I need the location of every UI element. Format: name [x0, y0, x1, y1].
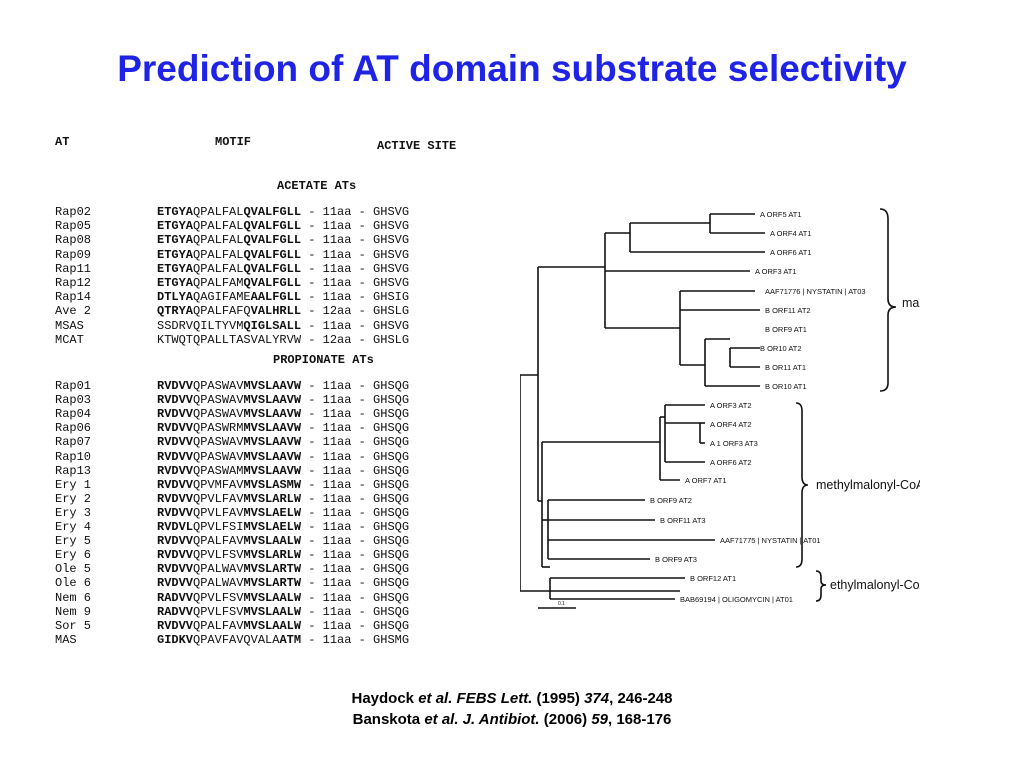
tree-leaf-label: A ORF4 AT1 — [770, 229, 812, 238]
tree-leaf-label: A ORF7 AT1 — [685, 476, 727, 485]
motif-sequence: ETGYAQPALFAMQVALFGLL - 11aa - GHSVG — [157, 276, 410, 290]
at-name: Rap07 — [55, 435, 92, 450]
reference-1: Haydock et al. FEBS Lett. (1995) 374, 24… — [351, 690, 673, 707]
tree-leaf-label: B ORF11 AT3 — [660, 516, 706, 525]
column-header-motif: MOTIF — [215, 135, 252, 149]
phylogenetic-tree: A ORF5 AT1 A ORF4 AT1 A ORF6 AT1 A ORF3 AT1… — [520, 208, 920, 609]
at-name: Rap04 — [55, 407, 92, 422]
references: Haydock et al. FEBS Lett. (1995) 374, 24… — [0, 688, 1024, 730]
at-name: Rap13 — [55, 463, 92, 478]
at-name: Rap05 — [55, 219, 92, 234]
motif-sequence: RVDVVQPVLFAVMVSLAELW - 11aa - GHSQG — [157, 505, 410, 520]
at-name: Ery 6 — [55, 548, 92, 563]
motif-sequence: RVDVLQPVLFSIMVSLAELW - 11aa - GHSQG — [157, 520, 410, 534]
group-label-methylmalonyl: methylmalonyl-CoA — [816, 478, 920, 492]
motif-sequence: GIDKVQPAVFAVQVALAATM - 11aa - GHSMG — [157, 632, 410, 647]
motif-sequence: DTLYAQAGIFAMEAALFGLL - 11aa - GHSIG — [157, 290, 410, 305]
at-name: Rap11 — [55, 261, 92, 276]
tree-leaf-label: B ORF9 AT1 — [765, 325, 807, 334]
at-name: MAS — [55, 632, 77, 647]
motif-sequence: RVDVVQPASWAVMVSLAAVW - 11aa - GHSQG — [157, 379, 410, 393]
tree-branches — [520, 208, 897, 609]
motif-sequence: KTWQTQPALLTASVALYRVW - 12aa - GHSLG — [157, 332, 410, 347]
motif-sequence: RADVVQPVLFSVMVSLAALW - 11aa - GHSQG — [157, 604, 410, 619]
at-name: Rap08 — [55, 233, 92, 248]
motif-sequence: RVDVVQPALFAVMVSLAALW - 11aa - GHSQG — [157, 534, 410, 549]
motif-sequence: RVDVVQPVLFAVMVSLARLW - 11aa - GHSQG — [157, 491, 410, 506]
motif-sequence: RVDVVQPASWAVMVSLAAVW - 11aa - GHSQG — [157, 393, 410, 408]
at-name: Rap12 — [55, 276, 92, 290]
tree-leaf-label: B OR10 AT2 — [760, 344, 802, 353]
group-label-malonyl: malonyl-CoA — [902, 296, 920, 310]
at-name: Ole 6 — [55, 576, 92, 591]
tree-leaf-label: A ORF6 AT1 — [770, 248, 812, 257]
at-name: MCAT — [55, 332, 84, 347]
at-name: Rap01 — [55, 379, 92, 393]
motif-sequence: RVDVVQPASWRMMVSLAAVW - 11aa - GHSQG — [157, 421, 410, 436]
tree-leaf-label: A ORF5 AT1 — [760, 210, 802, 219]
tree-leaf-label: B ORF9 AT3 — [655, 555, 697, 564]
tree-leaf-label: A ORF3 AT1 — [755, 267, 797, 276]
column-header-active-site: ACTIVE SITE — [377, 139, 457, 153]
at-name: Ole 5 — [55, 562, 92, 577]
tree-leaf-label: AAF71775 | NYSTATIN | AT01 — [720, 536, 821, 545]
slide-title: Prediction of AT domain substrate select… — [117, 48, 907, 89]
motif-sequence: RVDVVQPASWAMMVSLAAVW - 11aa - GHSQG — [157, 463, 410, 478]
motif-sequence: RVDVVQPASWAVMVSLAAVW - 11aa - GHSQG — [157, 435, 410, 450]
motif-sequence: RVDVVQPASWAVMVSLAAVW - 11aa - GHSQG — [157, 407, 410, 422]
motif-sequence: RVDVVQPASWAVMVSLAAVW - 11aa - GHSQG — [157, 449, 410, 464]
tree-leaf-label: B ORF12 AT1 — [690, 574, 736, 583]
at-name: Ery 4 — [55, 520, 92, 534]
at-name: Ery 5 — [55, 534, 92, 549]
motif-sequence: RVDVVQPALFAVMVSLAALW - 11aa - GHSQG — [157, 618, 410, 633]
at-name: Nem 6 — [55, 590, 92, 605]
tree-leaf-label: B ORF11 AT2 — [765, 306, 811, 315]
motif-sequence: ETGYAQPALFALQVALFGLL - 11aa - GHSVG — [157, 247, 410, 262]
at-name: Rap14 — [55, 290, 92, 305]
tree-leaf-label: B OR10 AT1 — [765, 382, 807, 391]
at-name: Rap09 — [55, 247, 92, 262]
at-name: Rap10 — [55, 449, 92, 464]
tree-leaf-label: B ORF9 AT2 — [650, 496, 692, 505]
motif-sequence: ETGYAQPALFALQVALFGLL - 11aa - GHSVG — [157, 233, 410, 248]
column-header-at: AT — [55, 135, 70, 149]
tree-leaf-label: AAF71776 | NYSTATIN | AT03 — [765, 287, 866, 296]
at-name: Nem 9 — [55, 604, 92, 619]
motif-sequence: QTRYAQPALFAFQVALHRLL - 12aa - GHSLG — [157, 304, 410, 319]
motif-sequence: ETGYAQPALFALQVALFGLL - 11aa - GHSVG — [157, 219, 410, 234]
at-name: Ery 2 — [55, 491, 92, 506]
tree-leaf-label: A 1 ORF3 AT3 — [710, 439, 758, 448]
at-name: Ave 2 — [55, 304, 92, 319]
acetate-section-title: ACETATE ATs — [277, 179, 357, 193]
at-name: MSAS — [55, 318, 84, 333]
motif-sequence: RVDVVQPVMFAVMVSLASMW - 11aa - GHSQG — [157, 477, 410, 492]
at-name: Rap03 — [55, 393, 92, 408]
group-label-ethylmalonyl: ethylmalonyl-CoA — [830, 578, 920, 592]
motif-sequence: RVDVVQPALWAVMVSLARTW - 11aa - GHSQG — [157, 562, 410, 577]
motif-sequence: RADVVQPVLFSVMVSLAALW - 11aa - GHSQG — [157, 590, 410, 605]
at-name: Ery 3 — [55, 505, 92, 520]
propionate-section-title: PROPIONATE ATs — [273, 353, 374, 367]
tree-leaf-label: A ORF6 AT2 — [710, 458, 752, 467]
tree-leaf-labels: A ORF5 AT1 A ORF4 AT1 A ORF6 AT1 A ORF3 AT1… — [650, 210, 866, 604]
motif-sequence: RVDVVQPVLFSVMVSLARLW - 11aa - GHSQG — [157, 548, 410, 563]
at-name: Rap02 — [55, 205, 92, 219]
motif-sequence: ETGYAQPALFALQVALFGLL - 11aa - GHSVG — [157, 261, 410, 276]
at-name: Sor 5 — [55, 618, 92, 633]
motif-sequence: SSDRVQILTYVMQIGLSALL - 11aa - GHSVG — [157, 318, 410, 333]
motif-sequence: RVDVVQPALWAVMVSLARTW - 11aa - GHSQG — [157, 576, 410, 591]
at-name: Rap06 — [55, 421, 92, 436]
tree-leaf-label: BAB69194 | OLIGOMYCIN | AT01 — [680, 595, 793, 604]
at-name: Ery 1 — [55, 477, 92, 492]
scale-bar-label: 0.1 — [558, 601, 565, 607]
tree-leaf-label: B OR11 AT1 — [765, 363, 806, 372]
tree-leaf-label: A ORF3 AT2 — [710, 401, 752, 410]
motif-sequence: ETGYAQPALFALQVALFGLL - 11aa - GHSVG — [157, 205, 410, 219]
reference-2: Banskota et al. J. Antibiot. (2006) 59, … — [352, 711, 672, 728]
tree-leaf-label: A ORF4 AT2 — [710, 420, 752, 429]
